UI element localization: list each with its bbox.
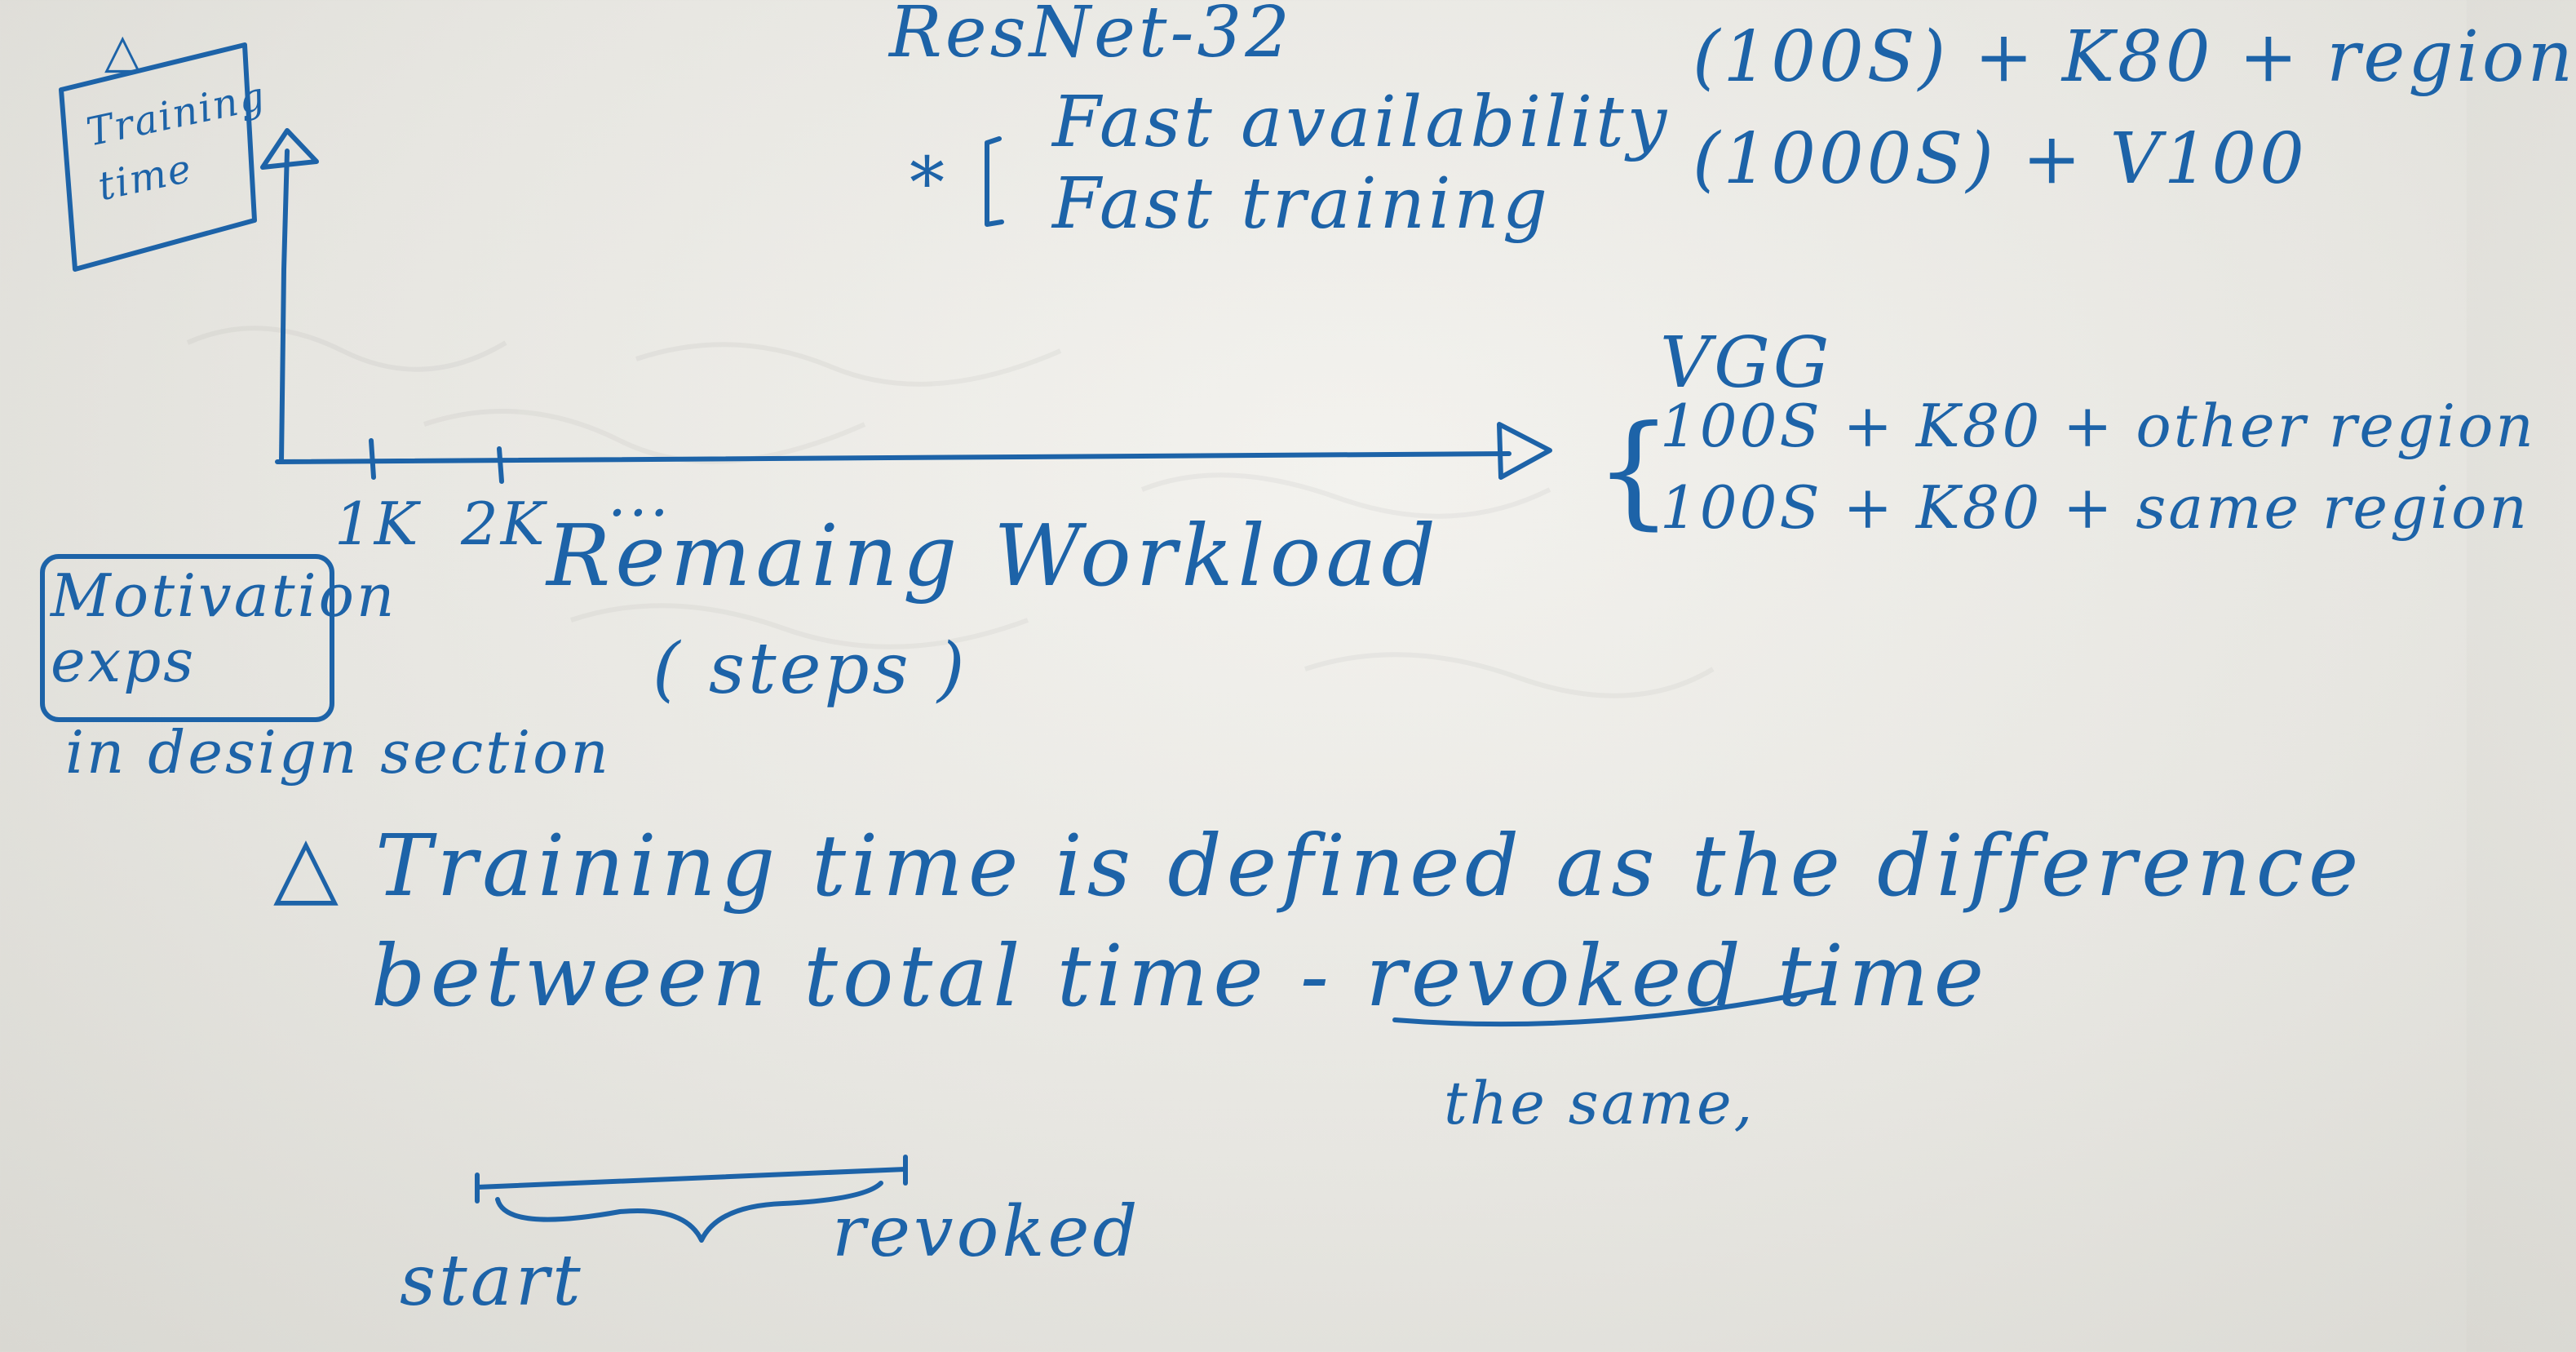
- vgg-heading: VGG: [1660, 322, 1833, 404]
- revoked-time-underline: [1392, 986, 1830, 1027]
- star-marker: *: [910, 143, 948, 224]
- motivation-box-outline: [40, 554, 334, 722]
- x-tick-label-1k: 1K: [334, 490, 421, 558]
- x-axis-unit: ( steps ): [653, 628, 968, 710]
- motivation-subtitle: in design section: [65, 718, 611, 787]
- y-axis-arrowhead: [260, 128, 319, 170]
- bracket-item-fast-availability: Fast availability: [1052, 82, 1671, 163]
- vgg-brace: {: [1595, 400, 1678, 542]
- timeline-end-label: revoked: [832, 1191, 1141, 1273]
- resnet-heading: ResNet-32: [889, 0, 1293, 73]
- definition-line-1: △ Training time is defined as the differ…: [273, 816, 2364, 915]
- aside-note: the same,: [1444, 1069, 1755, 1137]
- x-tick-label-2k: 2K: [461, 490, 547, 558]
- x-tick-label-ellipsis: ...: [608, 461, 671, 530]
- x-axis-arrowhead: [1497, 422, 1552, 480]
- config-k80-region: (100S) + K80 + region: [1693, 16, 2576, 98]
- motivation-box-label: Motivation exps: [51, 561, 397, 695]
- x-axis-line: [275, 451, 1512, 464]
- definition-line-2: between total time - revoked time: [371, 926, 1990, 1026]
- vgg-config-same-region: 100S + K80 + same region: [1660, 473, 2530, 542]
- x-tick-1k: [369, 438, 376, 480]
- notebook-page: ResNet-32 △ Training time * Fast availab…: [40, 0, 2573, 1322]
- bracket-item-fast-training: Fast training: [1052, 163, 1551, 245]
- vgg-config-other-region: 100S + K80 + other region: [1660, 392, 2536, 460]
- timeline-brace: [495, 1181, 883, 1243]
- timeline-start-label: start: [400, 1240, 584, 1322]
- training-time-box: [59, 42, 257, 272]
- x-tick-2k: [497, 446, 504, 484]
- y-axis-line: [279, 148, 290, 463]
- x-axis-label: Remaing Workload: [547, 506, 1441, 605]
- triangle-marker: △: [104, 23, 144, 78]
- config-v100: (1000S) + V100: [1693, 118, 2308, 200]
- sketch-lines: [40, 42, 1830, 1243]
- timeline-line: [475, 1167, 908, 1190]
- fast-items-bracket: [985, 136, 1004, 227]
